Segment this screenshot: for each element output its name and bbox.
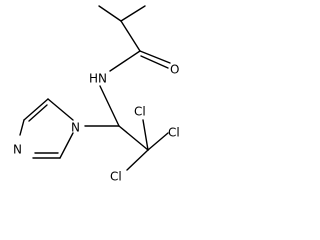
bond-carbonyl-double-1 <box>139 50 171 64</box>
atom-labels: O HN N N Cl Cl Cl <box>13 63 180 184</box>
atom-imidazole-n3: N <box>13 143 22 157</box>
bond-isopropyl-carbonyl <box>120 20 141 52</box>
atom-chlorine-3: Cl <box>110 170 122 184</box>
bond-ring-n1-c5 <box>47 98 74 121</box>
structural-formula: O HN N N Cl Cl Cl <box>13 5 180 184</box>
bond-methyl-left <box>98 5 122 22</box>
bond-ccl-2 <box>147 132 169 151</box>
bond-ring-c5-c4 <box>23 98 49 121</box>
bond-ring-c5-c4-inner <box>28 104 48 122</box>
bond-carbonyl-nitrogen <box>109 50 141 72</box>
bond-ring-c4-n3 <box>19 119 25 136</box>
bond-ccl-3 <box>126 149 149 171</box>
bond-group <box>19 5 171 171</box>
bond-nitrogen-methine <box>99 85 120 127</box>
atom-imidazole-n1: N <box>71 121 80 135</box>
bond-carbonyl-double-2 <box>140 55 169 69</box>
bond-ccl-1 <box>142 119 149 151</box>
atom-chlorine-2: Cl <box>168 126 180 140</box>
bond-methyl-right <box>120 5 146 22</box>
atom-chlorine-1: Cl <box>134 105 146 119</box>
atom-amide-nitrogen: HN <box>89 72 107 86</box>
atom-oxygen: O <box>170 63 179 77</box>
bond-methine-trichloromethyl <box>118 125 149 151</box>
bond-ring-c2-n1 <box>59 132 74 159</box>
